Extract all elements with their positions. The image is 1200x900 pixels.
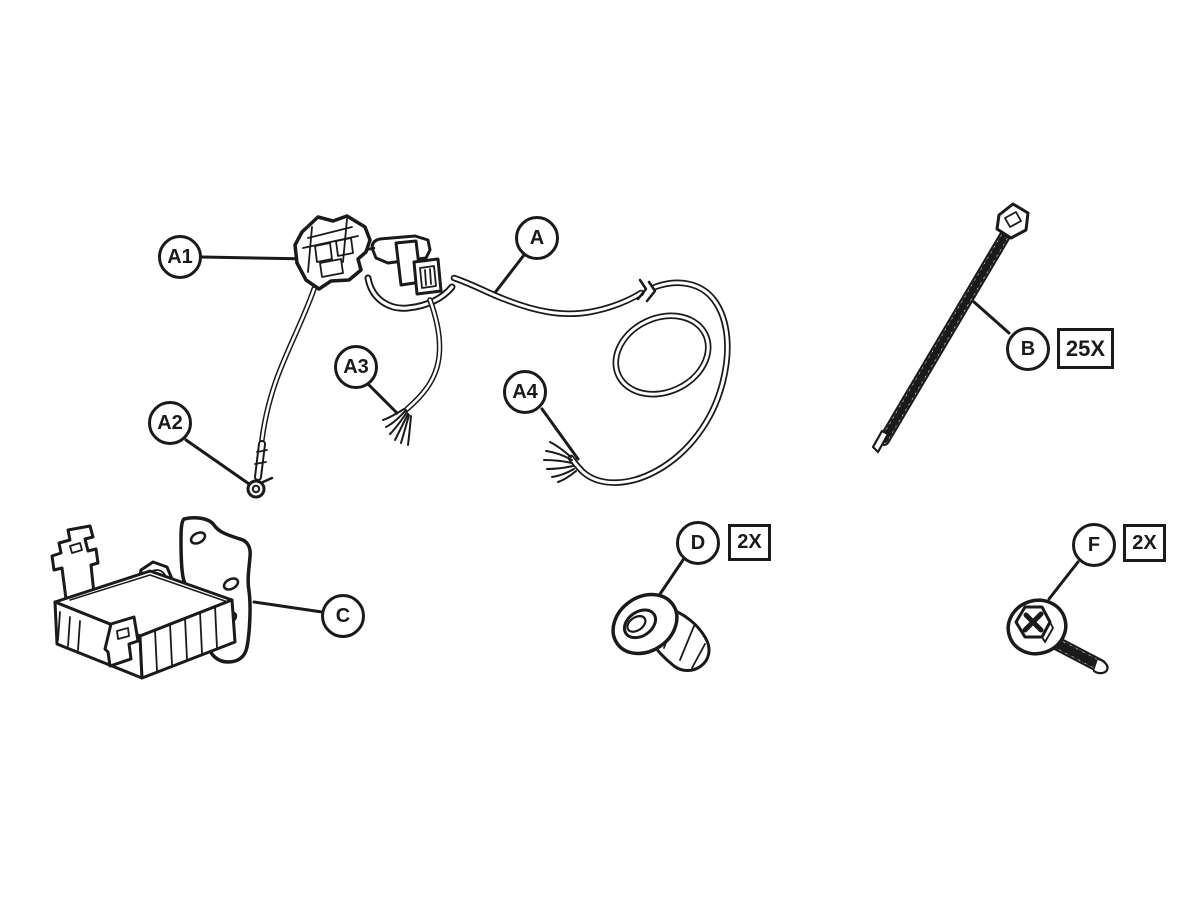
screw-drawing — [1006, 598, 1109, 675]
callout-a3: A3 — [334, 345, 378, 389]
leader-a3 — [367, 383, 399, 415]
leader-a2 — [184, 438, 254, 488]
wiring-harness-drawing — [246, 214, 731, 499]
callout-b: B — [1006, 327, 1050, 371]
callout-a4: A4 — [503, 370, 547, 414]
harness-connector-2 — [364, 234, 456, 312]
callout-a2: A2 — [148, 401, 192, 445]
wire-break-symbol — [636, 278, 657, 303]
harness-connector-1 — [293, 214, 372, 291]
frayed-wire-end-a3 — [382, 408, 412, 446]
leader-c — [252, 600, 324, 614]
cable-tie-drawing — [871, 202, 1030, 454]
callout-a1: A1 — [158, 235, 202, 279]
leader-d — [656, 558, 685, 599]
qty-box-f: 2X — [1123, 524, 1166, 562]
callout-a: A — [515, 216, 559, 260]
ring-terminal — [246, 476, 274, 499]
mounting-bracket-drawing — [50, 516, 252, 680]
leader-a — [492, 253, 526, 296]
leader-a4 — [540, 407, 580, 461]
leader-b — [972, 300, 1011, 335]
leader-a1 — [200, 255, 314, 261]
callout-c: C — [321, 594, 365, 638]
qty-box-d: 2X — [728, 524, 771, 561]
frayed-wire-end-a4 — [543, 441, 577, 483]
callout-d: D — [676, 521, 720, 565]
leader-f — [1047, 560, 1080, 601]
qty-box-b: 25X — [1057, 328, 1114, 369]
callout-leader-lines — [184, 253, 1080, 614]
callout-f: F — [1072, 523, 1116, 567]
push-nut-drawing — [611, 592, 711, 672]
